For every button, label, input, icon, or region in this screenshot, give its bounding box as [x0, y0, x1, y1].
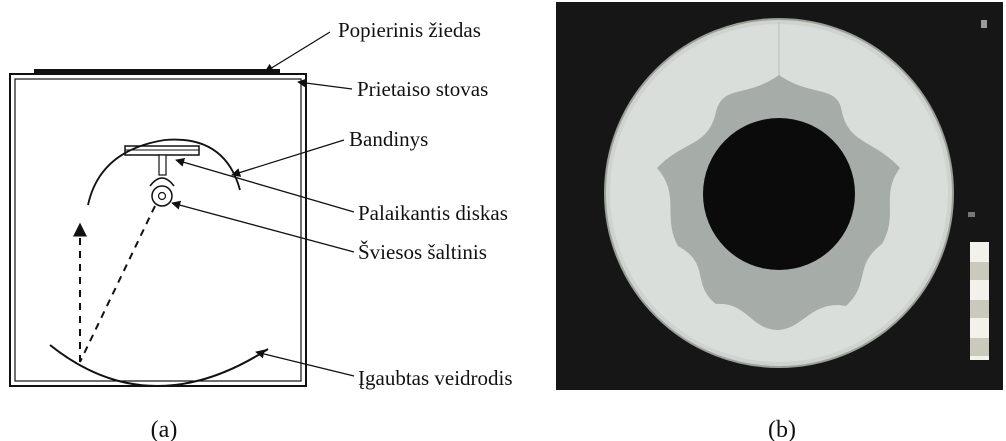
- label-concave-mirror: Įgaubtas veidrodis: [358, 366, 513, 390]
- photo-marker: [981, 20, 987, 28]
- concave-mirror: [50, 345, 268, 386]
- scale-bar-segment: [970, 300, 989, 318]
- paper-ring: [34, 69, 280, 74]
- caption-b: (b): [768, 417, 796, 441]
- support-post: [159, 155, 166, 175]
- caption-a: (a): [151, 417, 178, 441]
- photo-panel: (b): [556, 2, 1003, 441]
- light-source-holder: [150, 178, 174, 186]
- label-stand: Prietaiso stovas: [357, 77, 488, 101]
- schematic-panel: Popierinis žiedas Prietaiso stovas Bandi…: [10, 18, 513, 441]
- label-paper-ring: Popierinis žiedas: [338, 18, 481, 42]
- leader-light-source: [172, 203, 354, 252]
- device-frame-inner: [15, 79, 301, 381]
- label-sample: Bandinys: [349, 127, 428, 151]
- label-support-disk: Palaikantis diskas: [358, 201, 508, 225]
- scale-bar-segment: [970, 338, 989, 356]
- leader-sample: [232, 140, 344, 175]
- photo-marker: [968, 212, 975, 217]
- light-ray-to-mirror: [80, 206, 155, 362]
- center-hole: [703, 118, 855, 270]
- leader-support-disk: [176, 160, 354, 212]
- leader-paper-ring: [265, 32, 330, 72]
- light-source: [152, 186, 172, 206]
- scale-bar-segment: [970, 262, 989, 280]
- label-light-source: Šviesos šaltinis: [358, 240, 487, 264]
- device-frame: [10, 74, 306, 386]
